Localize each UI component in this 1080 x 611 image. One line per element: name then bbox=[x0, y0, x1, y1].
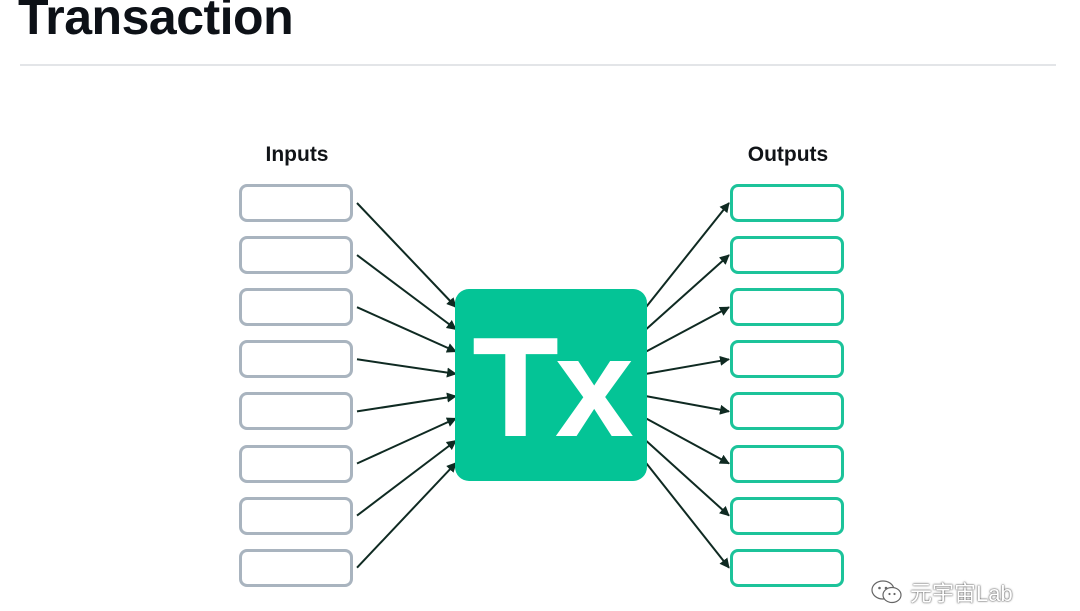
transaction-node: Tx bbox=[455, 289, 647, 481]
input-arrow bbox=[356, 392, 457, 413]
input-box bbox=[239, 548, 353, 587]
wechat-icon bbox=[871, 580, 902, 604]
outputs-label: Outputs bbox=[747, 143, 829, 166]
output-arrow bbox=[645, 355, 730, 375]
input-box bbox=[239, 496, 353, 535]
output-arrow bbox=[645, 439, 730, 517]
output-box bbox=[730, 288, 844, 327]
watermark-text: 元宇宙Lab bbox=[910, 581, 1013, 606]
watermark: 元宇宙Lab bbox=[870, 576, 1013, 608]
output-arrow bbox=[645, 254, 730, 331]
input-box bbox=[239, 236, 353, 275]
transaction-node-label: Tx bbox=[472, 308, 634, 467]
output-arrow bbox=[645, 395, 730, 415]
input-arrow bbox=[356, 417, 457, 465]
output-box bbox=[730, 340, 844, 379]
input-arrow bbox=[356, 254, 457, 331]
output-arrow bbox=[645, 306, 730, 353]
output-box bbox=[730, 392, 844, 431]
output-box bbox=[730, 496, 844, 535]
input-box bbox=[239, 340, 353, 379]
input-box bbox=[239, 392, 353, 431]
output-box bbox=[730, 548, 844, 587]
title-divider bbox=[20, 64, 1056, 66]
input-box bbox=[239, 444, 353, 483]
input-box bbox=[239, 288, 353, 327]
input-box bbox=[239, 184, 353, 222]
input-arrow bbox=[356, 202, 457, 308]
inputs-label: Inputs bbox=[265, 143, 329, 166]
output-box bbox=[730, 444, 844, 483]
page-title: Transaction bbox=[18, 0, 294, 45]
output-box bbox=[730, 184, 844, 222]
input-arrow bbox=[356, 306, 457, 353]
input-arrow bbox=[356, 358, 457, 378]
output-arrow bbox=[645, 462, 730, 569]
output-box bbox=[730, 236, 844, 275]
output-arrow bbox=[645, 202, 730, 308]
output-arrow bbox=[645, 417, 730, 465]
input-arrow bbox=[356, 439, 457, 517]
input-arrow bbox=[356, 462, 457, 569]
